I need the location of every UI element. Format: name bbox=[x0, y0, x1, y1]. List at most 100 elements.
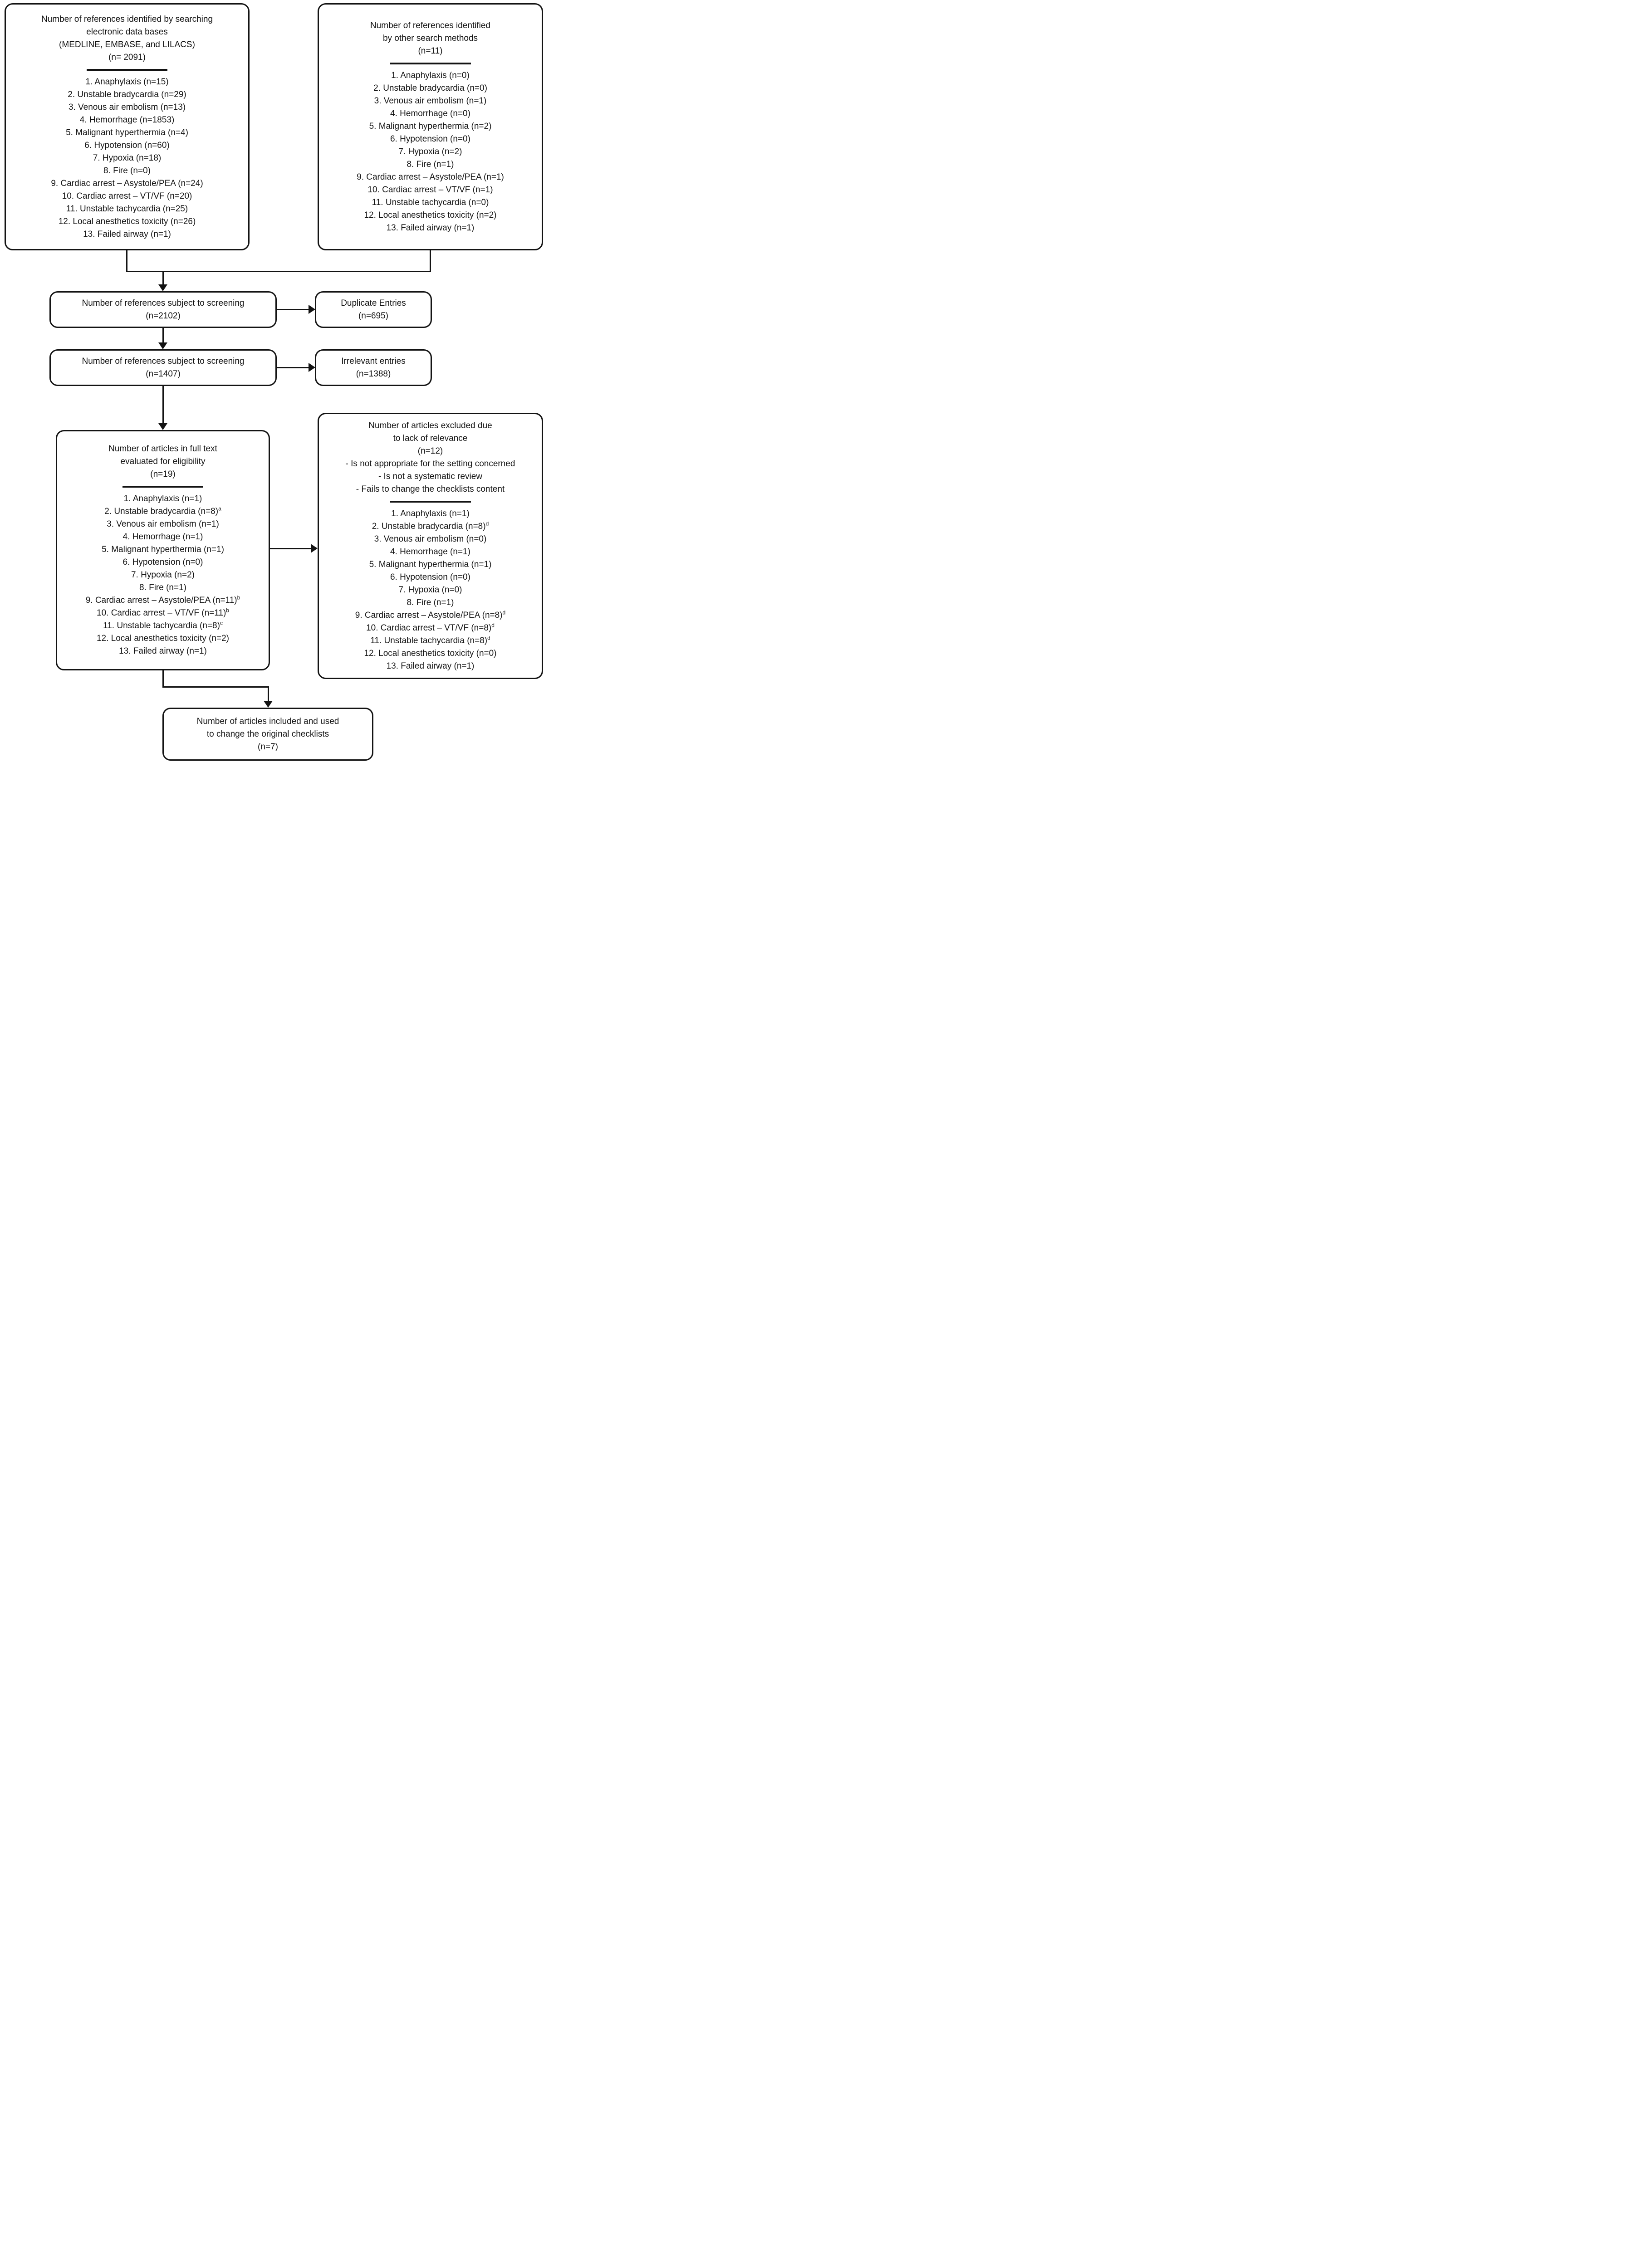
list-item: 4. Hemorrhage (n=1853) bbox=[79, 115, 175, 125]
list-item: 12. Local anesthetics toxicity (n=0) bbox=[364, 648, 497, 658]
list-item: 3. Venous air embolism (n=1) bbox=[374, 96, 487, 106]
box-duplicate-entries: Duplicate Entries (n=695) bbox=[315, 291, 432, 328]
list-item: 11. Unstable tachycardia (n=25) bbox=[66, 204, 188, 214]
list-item: 2. Unstable bradycardia (n=29) bbox=[68, 89, 186, 99]
prisma-flow-diagram: Number of references identified by searc… bbox=[0, 0, 547, 763]
header-line: (MEDLINE, EMBASE, and LILACS) bbox=[59, 39, 195, 49]
box-excluded-list: 1. Anaphylaxis (n=1) 2. Unstable bradycar… bbox=[322, 508, 539, 673]
header-line: (n=19) bbox=[150, 469, 176, 479]
header-line: to lack of relevance bbox=[393, 433, 468, 443]
header-line: (n= 2091) bbox=[108, 52, 146, 62]
header-line: (n=11) bbox=[418, 46, 443, 56]
box-identified-other-methods-list: 1. Anaphylaxis (n=0) 2. Unstable bradycar… bbox=[322, 69, 539, 235]
superscript-note: a bbox=[218, 505, 221, 512]
box-identified-other-methods: Number of references identified by other … bbox=[318, 3, 543, 250]
list-item: 11. Unstable tachycardia (n=8)d bbox=[322, 635, 539, 647]
list-item: 8. Fire (n=1) bbox=[407, 597, 454, 607]
header-line: Number of articles in full text bbox=[108, 444, 217, 454]
list-item: 7. Hypoxia (n=2) bbox=[131, 570, 195, 580]
list-item: 1. Anaphylaxis (n=1) bbox=[123, 494, 202, 503]
list-item: 11. Unstable tachycardia (n=8)c bbox=[60, 620, 266, 632]
arrowhead-right-icon bbox=[311, 544, 318, 553]
list-item: 9. Cardiac arrest – Asystole/PEA (n=8)d bbox=[322, 609, 539, 622]
list-item: 3. Venous air embolism (n=0) bbox=[374, 534, 487, 544]
box-identified-databases-list: 1. Anaphylaxis (n=15) 2. Unstable bradyca… bbox=[9, 76, 245, 241]
box-duplicate-entries-label: Duplicate Entries (n=695) bbox=[341, 298, 406, 321]
separator-line bbox=[390, 62, 471, 64]
list-item: 4. Hemorrhage (n=1) bbox=[390, 547, 470, 557]
header-line: - Is not a systematic review bbox=[378, 471, 483, 481]
separator-line bbox=[122, 486, 203, 488]
list-item: 1. Anaphylaxis (n=1) bbox=[391, 508, 470, 518]
header-line: by other search methods bbox=[382, 33, 478, 43]
box-identified-other-methods-header: Number of references identified by other … bbox=[322, 20, 539, 58]
list-item: 5. Malignant hyperthermia (n=2) bbox=[369, 121, 492, 131]
list-item: 13. Failed airway (n=1) bbox=[83, 229, 171, 239]
list-item: 9. Cardiac arrest – Asystole/PEA (n=1) bbox=[357, 172, 504, 182]
list-item: 6. Hypotension (n=0) bbox=[122, 557, 203, 567]
connector-to-excluded bbox=[269, 548, 312, 549]
box-screening-after-duplicates: Number of references subject to screenin… bbox=[49, 349, 277, 386]
list-item: 1. Anaphylaxis (n=0) bbox=[391, 70, 470, 80]
arrowhead-right-icon bbox=[309, 305, 315, 314]
list-item: 6. Hypotension (n=60) bbox=[84, 140, 170, 150]
list-item-text: 11. Unstable tachycardia (n=8) bbox=[103, 621, 220, 631]
arrowhead-down-icon bbox=[158, 284, 167, 291]
connector-left-vertical bbox=[126, 250, 127, 272]
list-item: 13. Failed airway (n=1) bbox=[119, 646, 207, 656]
connector-to-fulltext bbox=[162, 385, 164, 424]
connector-to-screening1 bbox=[162, 271, 164, 285]
box-articles-included: Number of articles included and used to … bbox=[162, 708, 373, 761]
list-item: 6. Hypotension (n=0) bbox=[390, 134, 470, 144]
header-line: Number of references identified bbox=[370, 20, 491, 30]
list-item-text: 9. Cardiac arrest – Asystole/PEA (n=8) bbox=[355, 610, 503, 620]
box-screening-initial-label: Number of references subject to screenin… bbox=[82, 298, 245, 321]
list-item: 4. Hemorrhage (n=1) bbox=[122, 532, 203, 542]
box-fulltext-eligibility: Number of articles in full text evaluated… bbox=[56, 430, 270, 670]
list-item: 9. Cardiac arrest – Asystole/PEA (n=24) bbox=[51, 178, 203, 188]
list-item-text: 11. Unstable tachycardia (n=8) bbox=[370, 635, 488, 645]
list-item: 7. Hypoxia (n=18) bbox=[93, 153, 162, 163]
list-item: 5. Malignant hyperthermia (n=1) bbox=[102, 545, 224, 554]
list-item: 3. Venous air embolism (n=13) bbox=[68, 102, 186, 112]
list-item: 10. Cardiac arrest – VT/VF (n=11)b bbox=[60, 607, 266, 620]
list-item: 11. Unstable tachycardia (n=0) bbox=[372, 197, 489, 207]
list-item: 1. Anaphylaxis (n=15) bbox=[85, 77, 169, 87]
superscript-note: d bbox=[491, 622, 495, 629]
box-irrelevant-entries-label: Irrelevant entries (n=1388) bbox=[341, 356, 406, 379]
box-screening-initial: Number of references subject to screenin… bbox=[49, 291, 277, 328]
separator-line bbox=[87, 68, 167, 71]
list-item: 10. Cardiac arrest – VT/VF (n=8)d bbox=[322, 622, 539, 635]
superscript-note: c bbox=[220, 620, 223, 626]
header-line: Number of articles excluded due bbox=[368, 420, 492, 430]
header-line: Number of references identified by searc… bbox=[41, 14, 213, 24]
list-item: 2. Unstable bradycardia (n=8)d bbox=[322, 520, 539, 533]
list-item: 8. Fire (n=0) bbox=[103, 166, 151, 176]
connector-to-screening2 bbox=[162, 327, 164, 343]
list-item: 6. Hypotension (n=0) bbox=[390, 572, 470, 582]
list-item: 9. Cardiac arrest – Asystole/PEA (n=11)b bbox=[60, 594, 266, 607]
superscript-note: b bbox=[237, 594, 240, 601]
list-item-text: 10. Cardiac arrest – VT/VF (n=11) bbox=[97, 608, 226, 618]
box-identified-databases-header: Number of references identified by searc… bbox=[9, 13, 245, 64]
list-item-text: 10. Cardiac arrest – VT/VF (n=8) bbox=[366, 623, 492, 633]
header-line: evaluated for eligibility bbox=[120, 457, 206, 466]
list-item: 12. Local anesthetics toxicity (n=2) bbox=[96, 634, 229, 643]
list-item: 2. Unstable bradycardia (n=0) bbox=[373, 83, 487, 93]
connector-to-duplicates bbox=[276, 309, 309, 310]
arrowhead-right-icon bbox=[309, 363, 315, 372]
box-articles-included-label: Number of articles included and used to … bbox=[196, 716, 339, 752]
list-item: 2. Unstable bradycardia (n=8)a bbox=[60, 505, 266, 518]
list-item: 4. Hemorrhage (n=0) bbox=[390, 108, 470, 118]
superscript-note: d bbox=[502, 609, 506, 616]
arrowhead-down-icon bbox=[158, 423, 167, 430]
list-item: 8. Fire (n=1) bbox=[139, 583, 186, 592]
list-item: 10. Cardiac arrest – VT/VF (n=1) bbox=[367, 185, 493, 195]
list-item-text: 2. Unstable bradycardia (n=8) bbox=[372, 521, 486, 531]
connector-included-vertical1 bbox=[162, 670, 164, 688]
box-identified-databases: Number of references identified by searc… bbox=[5, 3, 250, 250]
list-item-text: 9. Cardiac arrest – Asystole/PEA (n=11) bbox=[85, 596, 237, 605]
arrowhead-down-icon bbox=[158, 342, 167, 349]
list-item: 12. Local anesthetics toxicity (n=26) bbox=[58, 216, 196, 226]
separator-line bbox=[390, 500, 471, 503]
